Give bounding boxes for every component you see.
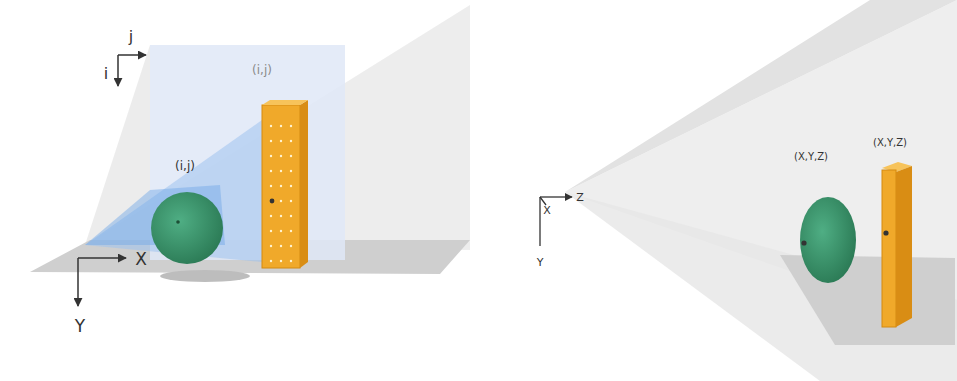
ground-plane bbox=[780, 255, 955, 345]
point bbox=[801, 240, 806, 245]
pixel-dot bbox=[280, 215, 282, 217]
sphere bbox=[151, 192, 223, 264]
pixel-dot bbox=[290, 155, 292, 157]
y-axis bbox=[539, 197, 540, 246]
box-side bbox=[300, 100, 308, 268]
pixel-dot bbox=[290, 170, 292, 172]
pixel-dot bbox=[290, 215, 292, 217]
pixel-dot bbox=[280, 245, 282, 247]
coordinate-label: (X,Y,Z) bbox=[873, 138, 907, 148]
pixel-dot bbox=[280, 260, 282, 262]
pixel-dot bbox=[270, 140, 272, 142]
pixel-dot bbox=[280, 170, 282, 172]
pixel-dot bbox=[290, 200, 292, 202]
pixel-dot bbox=[270, 245, 272, 247]
pixel-dot bbox=[280, 155, 282, 157]
axis-label: Y bbox=[75, 318, 85, 335]
pixel-dot bbox=[280, 185, 282, 187]
coordinate-label: (X,Y,Z) bbox=[794, 152, 828, 162]
axis-label: Z bbox=[576, 192, 584, 203]
pixel-dot bbox=[280, 230, 282, 232]
right-scene bbox=[540, 0, 957, 381]
pixel-dot bbox=[270, 170, 272, 172]
pixel-dot bbox=[270, 155, 272, 157]
j-axis bbox=[118, 54, 146, 56]
frustum-top bbox=[565, 0, 957, 192]
box-top bbox=[262, 100, 308, 105]
pixel-dot bbox=[280, 200, 282, 202]
z-axis bbox=[540, 196, 572, 197]
i-axis bbox=[117, 55, 119, 86]
pixel-dot bbox=[290, 125, 292, 127]
box-front bbox=[262, 105, 300, 268]
pixel-dot bbox=[290, 260, 292, 262]
pixel-dot bbox=[270, 125, 272, 127]
pixel-dot bbox=[270, 260, 272, 262]
axis-label: X bbox=[543, 205, 551, 216]
x-axis bbox=[78, 257, 126, 259]
coordinate-label: (i,j) bbox=[175, 160, 195, 172]
axis-label: X bbox=[135, 251, 147, 268]
pixel-grid bbox=[270, 125, 292, 262]
axis-label: Y bbox=[537, 257, 544, 268]
box-front bbox=[882, 170, 896, 327]
pixel-dot bbox=[290, 185, 292, 187]
box-side bbox=[896, 166, 912, 327]
pixel-dot bbox=[270, 230, 272, 232]
point bbox=[176, 220, 180, 224]
pixel-dot bbox=[280, 125, 282, 127]
left-scene bbox=[30, 5, 470, 306]
pixel-dot bbox=[270, 215, 272, 217]
pixel-dot bbox=[290, 245, 292, 247]
shadow bbox=[160, 270, 250, 282]
axis-label: i bbox=[104, 66, 108, 82]
pixel-dot bbox=[290, 230, 292, 232]
coordinate-label: (i,j) bbox=[252, 64, 272, 76]
pixel-dot bbox=[290, 140, 292, 142]
y-axis bbox=[77, 258, 79, 306]
pixel-dot bbox=[280, 140, 282, 142]
sphere bbox=[800, 197, 856, 283]
pixel-dot bbox=[270, 185, 272, 187]
axis-label: j bbox=[129, 29, 133, 45]
point bbox=[270, 199, 275, 204]
point bbox=[883, 230, 888, 235]
